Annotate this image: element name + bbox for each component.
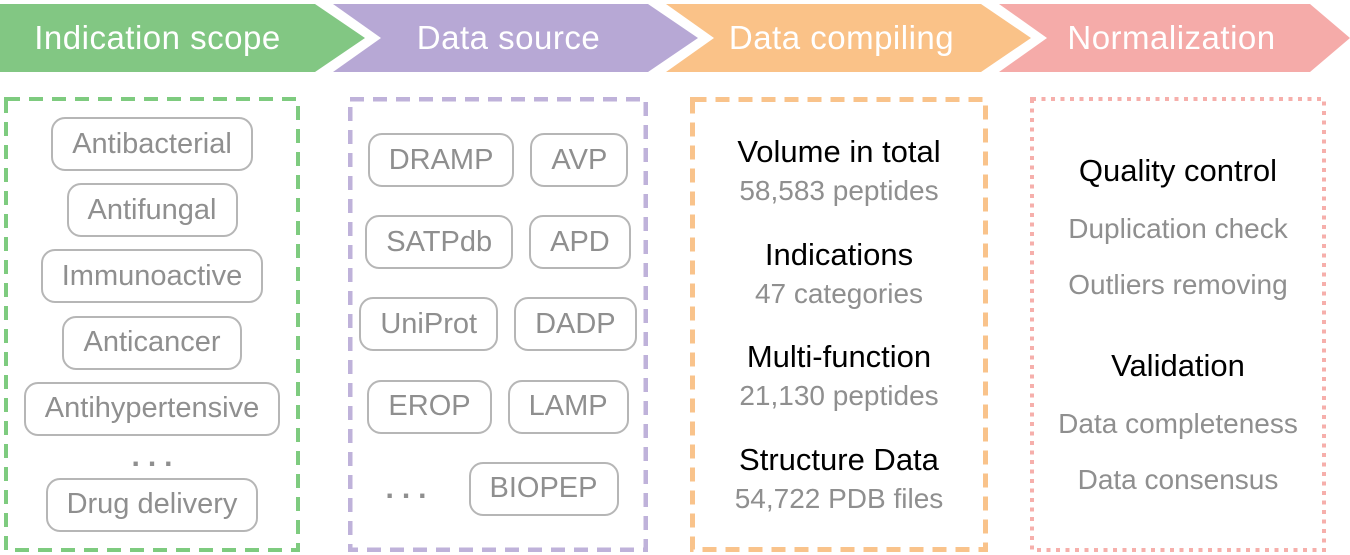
stat-structure-data: Structure Data 54,722 PDB files [735,442,944,515]
source-pill-biopep: BIOPEP [468,461,619,516]
group-validation: Validation Data completeness Data consen… [1058,348,1298,496]
stat-volume: Volume in total 58,583 peptides [737,134,940,207]
orange-dashed-border [690,97,988,552]
group-item: Duplication check [1068,212,1288,244]
group-item: Outliers removing [1068,268,1288,300]
panel-indication-scope: Antibacterial Antifungal Immunoactive An… [4,97,300,552]
indication-pill-antibacterial: Antibacterial [51,117,253,172]
indication-pill-antifungal: Antifungal [66,183,238,238]
stat-indications: Indications 47 categories [755,237,923,310]
stage-label-normalization: Normalization [1067,19,1276,56]
source-pill-apd: APD [529,215,631,270]
normalization-groups: Quality control Duplication check Outlie… [1038,105,1318,544]
stage-arrow-data-source: Data source [333,4,698,72]
stage-label-data-source: Data source [416,19,601,56]
group-item: Data consensus [1077,464,1279,496]
stat-value: 21,130 peptides [739,380,939,412]
source-row: ... BIOPEP [377,461,619,516]
group-quality-control: Quality control Duplication check Outlie… [1068,153,1287,301]
group-title: Validation [1111,348,1245,384]
stat-value: 54,722 PDB files [734,482,944,514]
panel-data-source: DRAMP AVP SATPdb APD UniProt DADP EROP L… [348,97,648,552]
indication-pill-drug-delivery: Drug delivery [45,477,259,532]
stat-multi-function: Multi-function 21,130 peptides [739,339,938,412]
source-pill-dramp: DRAMP [367,133,515,188]
purple-dashed-border [348,97,648,552]
group-title: Quality control [1078,152,1278,188]
compiling-stats: Volume in total 58,583 peptides Indicati… [698,105,980,544]
green-dashed-border [4,97,300,552]
indication-pill-antihypertensive: Antihypertensive [23,381,281,436]
stage-label-data-compiling: Data compiling [728,19,955,56]
source-pill-erop: EROP [367,379,492,434]
stat-value: 58,583 peptides [739,175,939,207]
source-pill-uniprot: UniProt [359,297,499,352]
source-row: EROP LAMP [367,379,629,434]
stage-arrow-indication-scope: Indication scope [0,4,365,72]
indication-list: Antibacterial Antifungal Immunoactive An… [12,105,292,544]
panel-data-compiling: Volume in total 58,583 peptides Indicati… [690,97,988,552]
source-pill-satpdb: SATPdb [365,215,514,270]
source-row: UniProt DADP [359,297,637,352]
source-pill-lamp: LAMP [507,379,629,434]
stat-title: Multi-function [746,339,932,375]
indication-pill-anticancer: Anticancer [62,315,242,370]
indication-pill-immunoactive: Immunoactive [40,249,264,304]
group-item: Data completeness [1058,408,1298,440]
more-indications-ellipsis: ... [131,439,181,473]
pink-dotted-border [1030,97,1326,552]
stat-value: 47 categories [754,277,924,309]
stat-title: Volume in total [737,134,941,170]
data-source-grid: DRAMP AVP SATPdb APD UniProt DADP EROP L… [356,105,640,544]
source-row: SATPdb APD [365,215,631,270]
stage-label-indication-scope: Indication scope [34,19,281,56]
stat-title: Indications [764,236,914,272]
stage-arrow-data-compiling: Data compiling [666,4,1031,72]
panel-normalization: Quality control Duplication check Outlie… [1030,97,1326,552]
source-row: DRAMP AVP [367,133,629,188]
source-pill-avp: AVP [530,133,629,188]
stat-title: Structure Data [739,441,939,477]
more-sources-ellipsis: ... [385,471,435,505]
stage-arrow-normalization: Normalization [999,4,1350,72]
source-pill-dadp: DADP [514,297,637,352]
